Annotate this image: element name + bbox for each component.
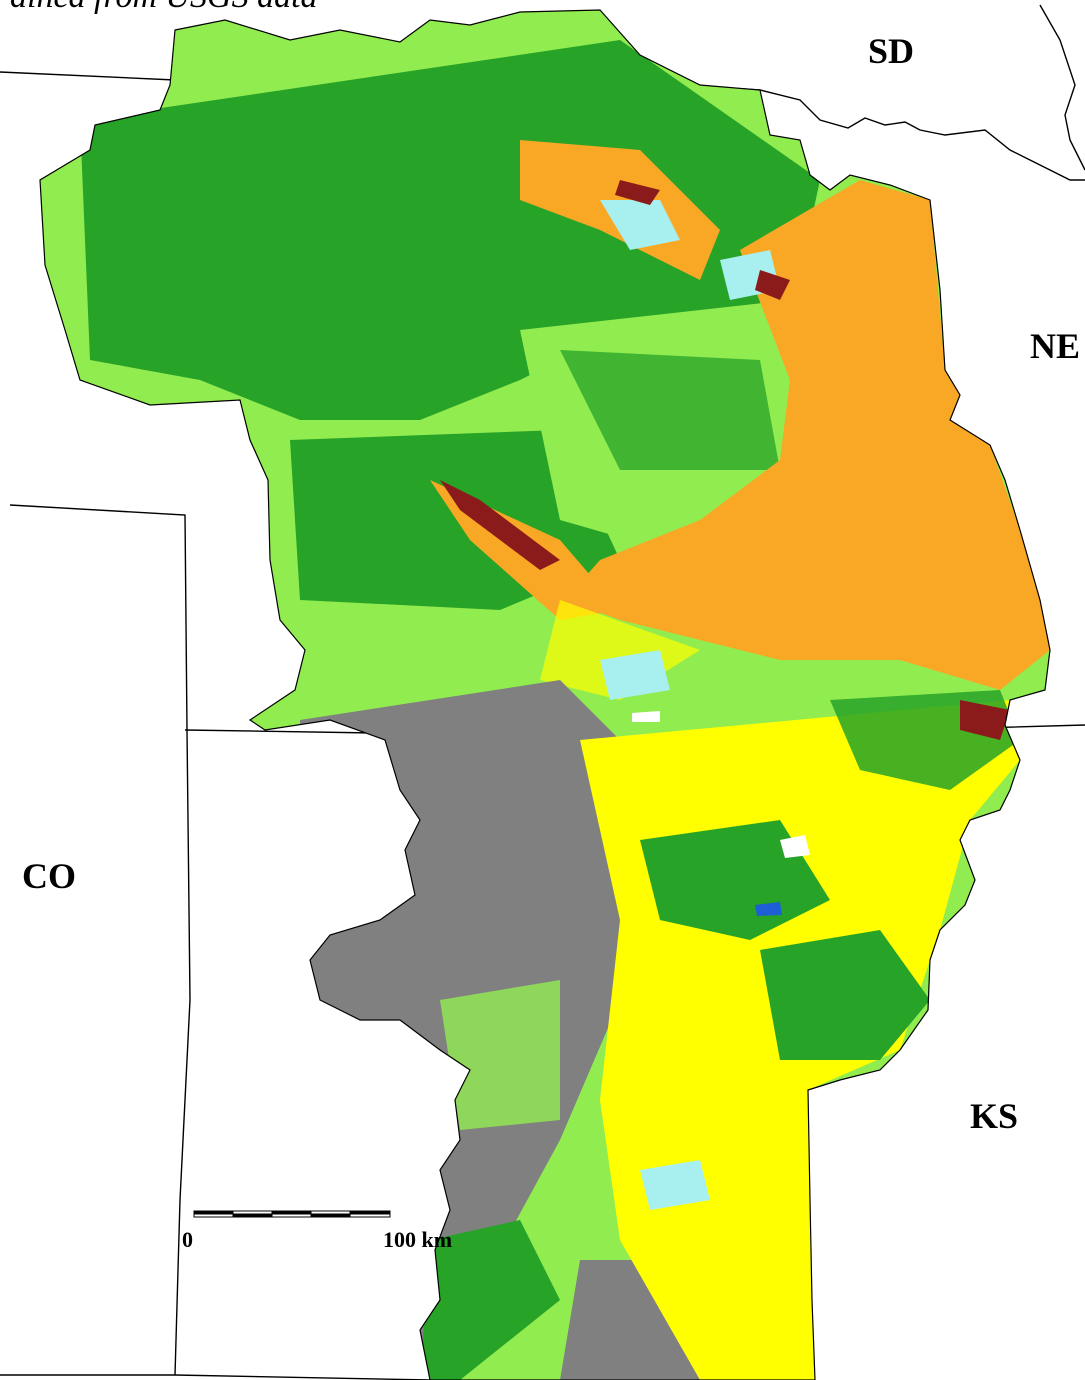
state-label-ne: NE: [1030, 326, 1081, 366]
scale-bar: [193, 1210, 391, 1218]
state-label-sd: SD: [868, 31, 915, 71]
map-caption: ained from USGS data: [10, 0, 318, 16]
scale-end-label: 100 km: [383, 1227, 453, 1252]
scale-start-label: 0: [182, 1227, 193, 1252]
state-label-ks: KS: [970, 1096, 1019, 1136]
state-label-co: CO: [22, 856, 76, 896]
